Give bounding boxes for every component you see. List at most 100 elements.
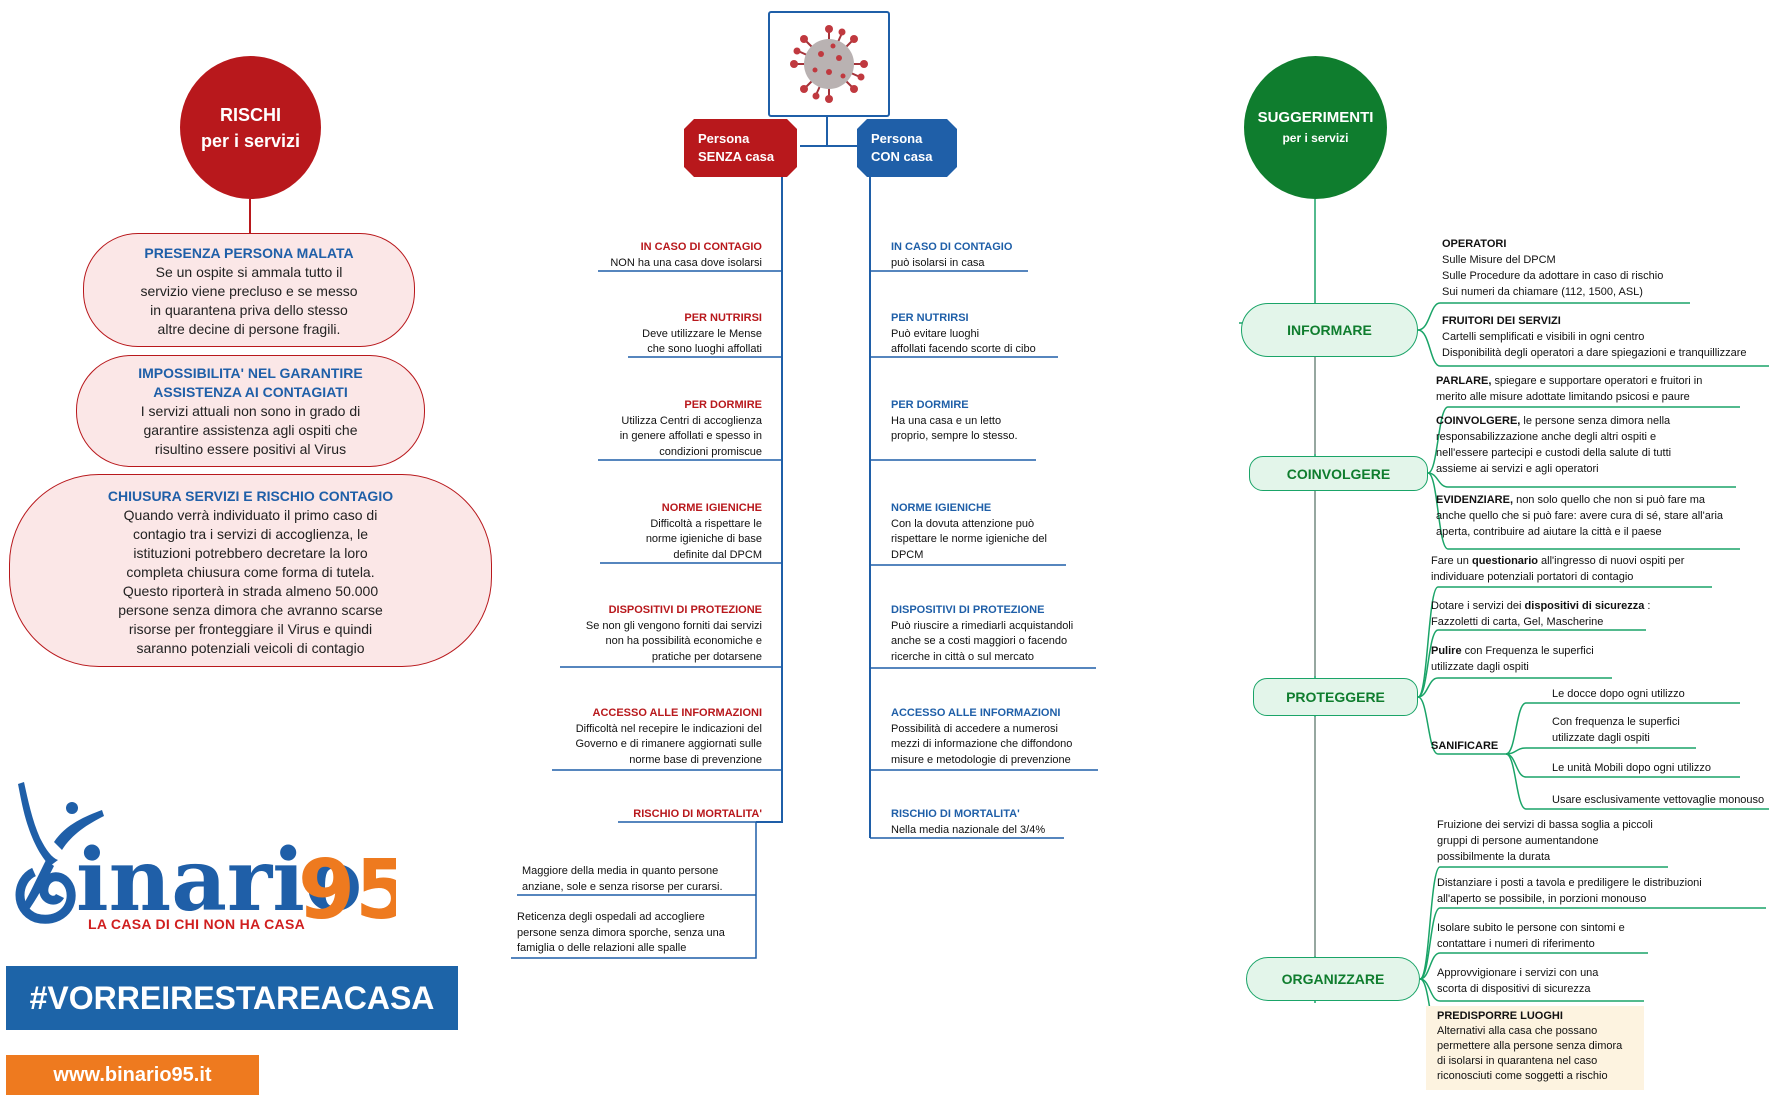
risk-text-line: completa chiusura come forma di tutela. [126,564,375,580]
mortality-note: Reticenza degli ospedali ad accogliere p… [517,910,725,957]
sanificare-item: Usare esclusivamente vettovaglie monouso [1552,794,1765,806]
node-label: CON casa [871,149,933,164]
item-text: non solo quello che non si può fare ma [1513,494,1706,506]
item-heading: PER DORMIRE [891,399,969,411]
item-text: Distanziare i posti a tavola e predilige… [1437,877,1702,889]
item-text: gruppi di persone aumentandone [1437,835,1599,847]
sanificare-item: Con frequenza le superfici utilizzate da… [1552,714,1680,746]
predisporre-luoghi: PREDISPORRE LUOGHI Alternativi alla casa… [1437,1009,1622,1084]
item-text: Governo e di rimanere aggiornati sulle [575,738,763,750]
item-heading: IN CASO DI CONTAGIO [640,241,762,253]
item-text: persone senza dimora sporche, senza una [517,926,725,939]
senza-item: NORME IGIENICHE Difficoltà a rispettare … [562,501,762,563]
homeless-person-node: Persona SENZA casa [684,119,797,177]
item-text: anche quello che si può fare: avere cura… [1436,510,1724,522]
item-text: Cartelli semplificati e visibili in ogni… [1442,331,1645,343]
item-text: definite dal DPCM [673,548,762,561]
item-text: Deve utilizzare le Mense [642,327,762,340]
item-text: Reticenza degli ospedali ad accogliere [517,911,705,923]
risk-text-line: in quarantena priva dello stesso [150,302,348,318]
senza-item: IN CASO DI CONTAGIO NON ha una casa dove… [562,240,762,271]
item-text: di isolarsi in quarantena nel caso [1437,1055,1598,1067]
item-text: affollati facendo scorte di cibo [891,343,1036,355]
item-heading: DISPOSITIVI DI PROTEZIONE [608,604,762,616]
risk-text-line: Questo riporterà in strada almeno 50.000 [122,583,379,599]
item-heading: ACCESSO ALLE INFORMAZIONI [592,707,762,719]
node-organizzare: ORGANIZZARE [1246,957,1420,1001]
item-text: aperta, contribuire ad aiutare la città … [1436,526,1662,538]
item-heading: PER NUTRIRSI [891,312,969,324]
item-heading: EVIDENZIARE, [1436,494,1514,506]
con-item: DISPOSITIVI DI PROTEZIONE Può riuscire a… [891,603,1111,665]
item-text: Può riuscire a rimediarli acquistandoli [891,619,1074,632]
item-heading: DISPOSITIVI DI PROTEZIONE [891,604,1045,616]
binario95-logo: inario 95 [15,782,396,938]
item-text: utilizzate dagli ospiti [1431,661,1529,673]
organizzare-item: Approvvigionare i servizi con una scorta… [1437,965,1598,997]
item-heading: SANIFICARE [1431,740,1499,752]
node-label: SENZA casa [698,149,775,164]
risk-text-line: istituzioni potrebbero decretare la loro [133,545,368,561]
node-label: Persona [871,131,923,146]
item-text: NON ha una casa dove isolarsi [610,256,762,269]
item-heading: RISCHIO DI MORTALITA' [633,808,762,820]
item-heading: PER DORMIRE [684,399,762,411]
risk-heading: IMPOSSIBILITA' NEL GARANTIRE [138,365,363,381]
item-text: Utilizza Centri di accoglienza [621,414,762,427]
senza-item: PER NUTRIRSI Deve utilizzare le Mense ch… [562,311,762,358]
item-text: Maggiore della media in quanto persone [522,865,719,877]
risk-heading: PRESENZA PERSONA MALATA [144,245,354,261]
item-heading: PREDISPORRE LUOGHI [1437,1010,1563,1022]
suggestions-title: SUGGERIMENTI [1257,108,1374,126]
item-text: le persone senza dimora nella [1520,415,1671,427]
risk-card-closure: CHIUSURA SERVIZI E RISCHIO CONTAGIO Quan… [9,474,492,667]
item-text: in genere affollati e spesso in [619,430,762,442]
housed-person-node: Persona CON casa [857,119,957,177]
item-text: Possibilità di accedere a numerosi [891,722,1058,735]
website-link[interactable]: www.binario95.it [6,1055,259,1095]
item-text: norme igieniche di base [645,533,762,545]
item-heading: RISCHIO DI MORTALITA' [891,808,1020,820]
item-text: Fazzoletti di carta, Gel, Mascherine [1431,616,1604,628]
item-text: contattare i numeri di riferimento [1437,938,1595,950]
item-text: norme base di prevenzione [629,753,762,766]
item-heading: dispositivi di sicurezza [1524,600,1645,612]
item-text: misure e metodologie di prevenzione [891,753,1071,766]
con-item: PER NUTRIRSI Può evitare luoghi affollat… [891,311,1101,358]
risk-text-line: altre decine di persone fragili. [157,321,341,337]
risk-text-line: risorse per fronteggiare il Virus e quin… [128,621,373,637]
item-text: anziane, sole e senza risorse per curars… [522,880,723,893]
item-text: permettere alla persone senza dimora [1437,1040,1623,1052]
item-text: famiglia o delle relazioni alle spalle [517,942,687,954]
risk-text-line: saranno potenziali veicoli di contagio [136,640,365,656]
organizzare-item: Distanziare i posti a tavola e predilige… [1437,875,1702,907]
item-text: Sulle Misure del DPCM [1442,254,1556,266]
item-text: individuare potenziali portatori di cont… [1431,571,1634,583]
item-text: spiegare e supportare operatori e fruito… [1491,375,1703,387]
item-text: utilizzate dagli ospiti [1552,732,1650,744]
risk-text-line: contagio tra i servizi di accoglienza, l… [132,526,368,542]
item-heading: ACCESSO ALLE INFORMAZIONI [891,707,1061,719]
item-text: rispettare le norme igieniche del [891,533,1047,545]
con-item: ACCESSO ALLE INFORMAZIONI Possibilità di… [891,706,1111,768]
item-text: : [1644,600,1651,612]
item-text: responsabilizzazione anche degli altri o… [1436,431,1657,443]
item-text: può isolarsi in casa [891,256,985,269]
organizzare-item: Fruizione dei servizi di bassa soglia a … [1437,817,1653,865]
risk-text-line: garantire assistenza agli ospiti che [143,422,358,438]
item-text: nell'essere partecipi e custodi della sa… [1436,447,1672,459]
coinvolgere-parlare: PARLARE, spiegare e supportare operatori… [1436,373,1702,405]
node-coinvolgere: COINVOLGERE [1249,456,1428,491]
predisporre-luoghi-box [1426,1006,1644,1090]
risks-title: RISCHI [219,104,281,125]
risk-text-line: persone senza dimora che avranno scarse [118,602,383,618]
item-heading: PER NUTRIRSI [684,312,762,324]
item-text: merito alle misure adottate limitando ps… [1436,391,1690,403]
item-text: Fruizione dei servizi di bassa soglia a … [1437,819,1653,831]
risk-text-line: Se un ospite si ammala tutto il [155,264,343,280]
risks-title-circle: RISCHI per i servizi [180,56,321,199]
item-text: con Frequenza le superfici [1461,645,1594,657]
senza-item: PER DORMIRE Utilizza Centri di accoglien… [562,398,762,460]
senza-item: DISPOSITIVI DI PROTEZIONE Se non gli ven… [522,603,762,665]
con-item: IN CASO DI CONTAGIO può isolarsi in casa [891,240,1101,271]
